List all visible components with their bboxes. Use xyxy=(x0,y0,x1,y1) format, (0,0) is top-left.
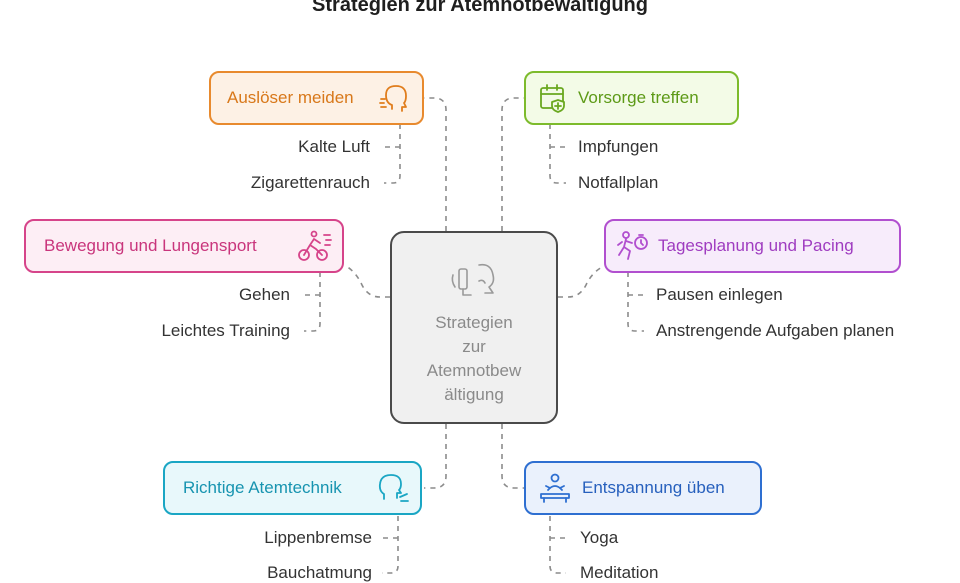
branch-pacing[interactable]: Tagesplanung und Pacing xyxy=(604,219,901,273)
branch-pacing-label: Tagesplanung und Pacing xyxy=(658,236,854,255)
branch-relaxation[interactable]: Entspannung üben xyxy=(524,461,762,515)
branch-breathing-label: Richtige Atemtechnik xyxy=(183,478,342,497)
pacing-item-1: Pausen einlegen xyxy=(656,285,783,304)
center-label: Strategien zur Atemnotbew ältigung xyxy=(426,313,522,404)
branch-prevention[interactable]: Vorsorge treffen xyxy=(524,71,739,125)
branch-breathing[interactable]: Richtige Atemtechnik xyxy=(163,461,422,515)
connector-breathing xyxy=(424,424,447,489)
breathing-head-icon xyxy=(378,474,409,502)
connector-prevention xyxy=(501,97,526,231)
branch-prevention-label: Vorsorge treffen xyxy=(578,88,699,107)
prevention-item-1: Impfungen xyxy=(578,137,659,156)
triggers-item-2: Zigarettenrauch xyxy=(250,173,370,192)
calendar-plus-icon xyxy=(540,84,565,113)
relaxation-item-2: Meditation xyxy=(580,563,659,582)
branch-triggers[interactable]: Auslöser meiden xyxy=(209,71,424,125)
lungs-inhaler-icon xyxy=(451,263,495,296)
exercise-item-1: Gehen xyxy=(238,285,290,304)
connector-relaxation xyxy=(501,424,526,489)
runner-timer-icon xyxy=(617,231,648,260)
head-air-icon xyxy=(379,85,407,112)
diagram-title: Strategien zur Atemnotbewältigung xyxy=(312,0,648,16)
branch-relaxation-label: Entspannung üben xyxy=(582,478,725,497)
cyclist-icon xyxy=(298,230,332,261)
branch-exercise-label: Bewegung und Lungensport xyxy=(44,236,257,255)
center-node[interactable]: Strategien zur Atemnotbew ältigung xyxy=(390,231,558,424)
breathing-item-1: Lippenbremse xyxy=(264,528,372,547)
branch-triggers-label: Auslöser meiden xyxy=(227,88,354,107)
connector-pacing xyxy=(558,265,605,298)
connector-triggers xyxy=(424,97,447,231)
prevention-item-2: Notfallplan xyxy=(578,173,659,192)
pacing-item-2: Anstrengende Aufgaben planen xyxy=(656,321,895,340)
connector-exercise xyxy=(345,265,390,298)
relaxation-item-1: Yoga xyxy=(580,528,619,547)
triggers-item-1: Kalte Luft xyxy=(298,137,370,156)
exercise-item-2: Leichtes Training xyxy=(161,321,290,340)
branch-exercise[interactable]: Bewegung und Lungensport xyxy=(24,219,344,273)
massage-icon xyxy=(540,473,570,503)
breathing-item-2: Bauchatmung xyxy=(267,563,372,582)
